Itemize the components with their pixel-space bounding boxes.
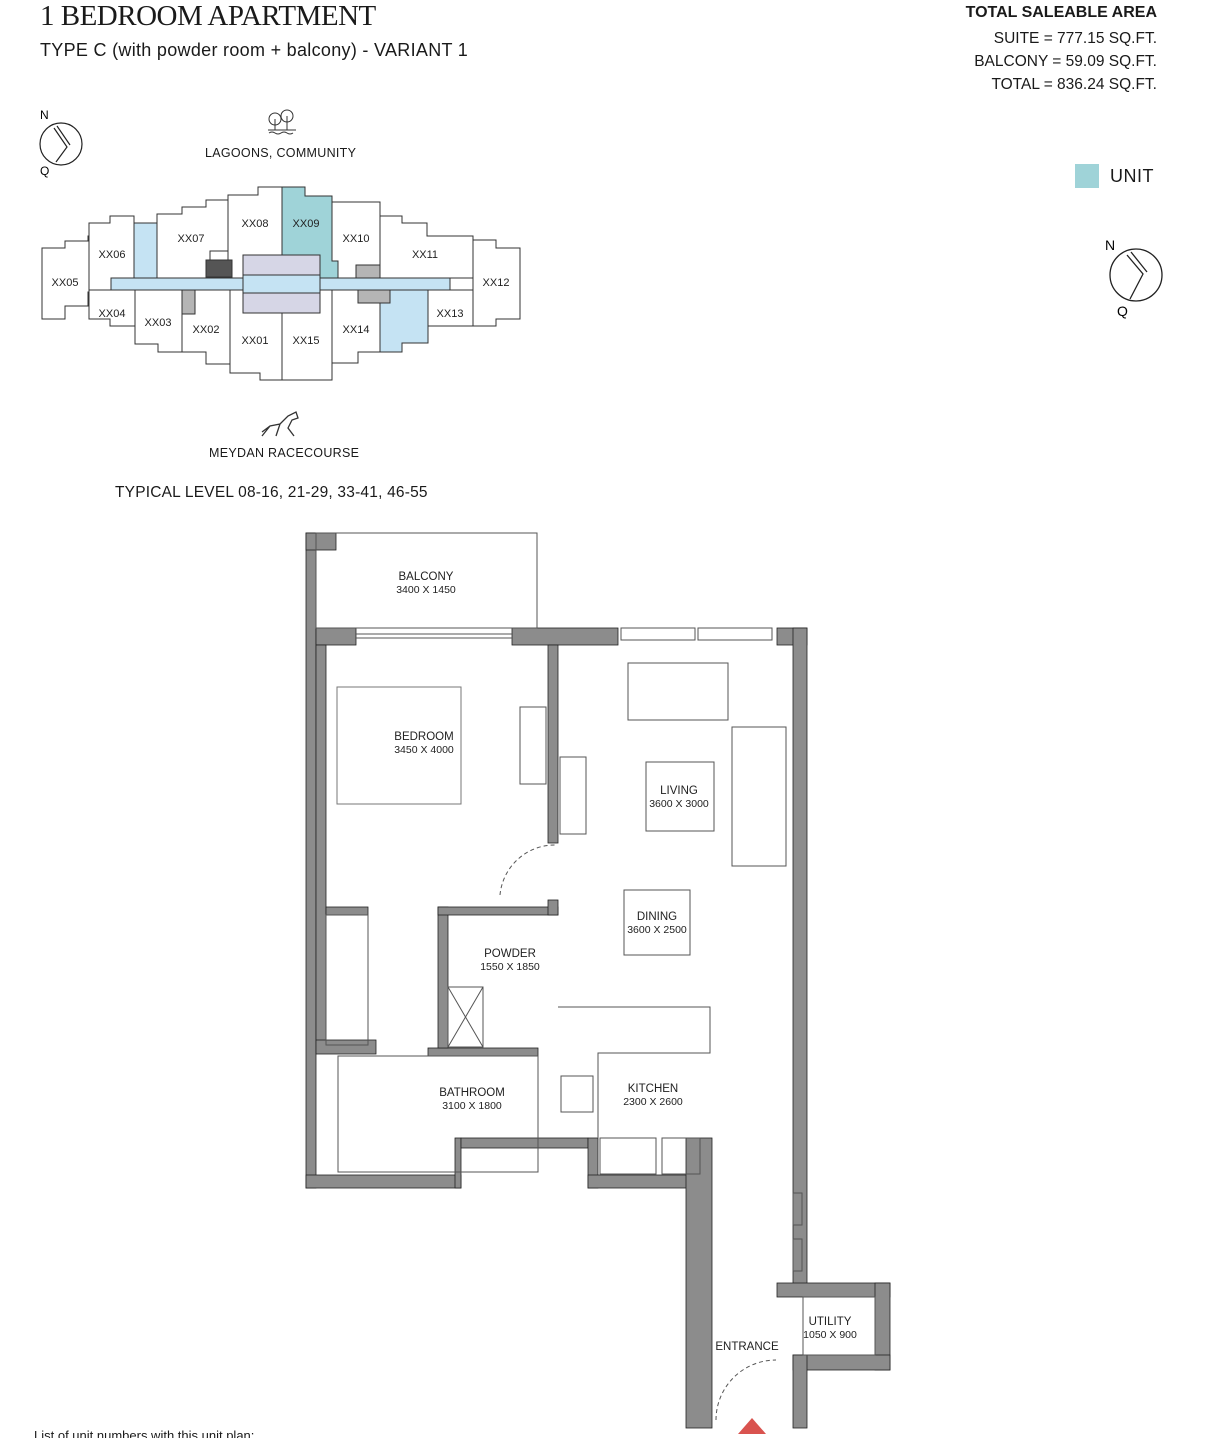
room-label-kitchen: KITCHEN xyxy=(628,1083,678,1095)
keyplan-bottom-label: MEYDAN RACECOURSE xyxy=(209,446,360,460)
room-size-bathroom: 3100 X 1800 xyxy=(442,1100,502,1112)
room-label-bedroom: BEDROOM xyxy=(394,731,453,743)
unit-list-caption: List of unit numbers with this unit plan… xyxy=(34,1428,255,1438)
compass-south-label: Q xyxy=(1117,303,1128,319)
keyplan-unit-label: XX07 xyxy=(178,233,205,245)
room-size-dining: 3600 X 2500 xyxy=(627,924,687,936)
keyplan-unit-label: XX02 xyxy=(193,324,220,336)
room-size-balcony: 3400 X 1450 xyxy=(396,584,456,596)
room-label-entrance: ENTRANCE xyxy=(715,1341,779,1353)
keyplan-unit-label: XX14 xyxy=(343,324,370,336)
legend-unit-label: UNIT xyxy=(1110,166,1154,186)
keyplan-unit-label: XX08 xyxy=(242,218,269,230)
keyplan-unit-label: XX15 xyxy=(293,335,320,347)
room-label-utility: UTILITY xyxy=(809,1316,852,1328)
area-total: TOTAL = 836.24 SQ.FT. xyxy=(991,76,1157,93)
trees-icon xyxy=(268,109,296,135)
room-size-utility: 1050 X 900 xyxy=(803,1329,857,1341)
room-label-powder: POWDER xyxy=(484,948,536,960)
room-size-powder: 1550 X 1850 xyxy=(480,961,540,973)
compass-south-label: Q xyxy=(40,164,49,178)
room-label-dining: DINING xyxy=(637,911,677,923)
compass-north-label: N xyxy=(1105,237,1115,253)
horse-icon xyxy=(261,411,299,437)
room-size-kitchen: 2300 X 2600 xyxy=(623,1096,683,1108)
compass-north-label: N xyxy=(40,108,49,122)
keyplan-unit-label: XX06 xyxy=(99,249,126,261)
keyplan-unit-label: XX10 xyxy=(343,233,370,245)
keyplan-unit-label: XX09 xyxy=(293,218,320,230)
keyplan-top-label: LAGOONS, COMMUNITY xyxy=(205,146,357,160)
keyplan-unit-label: XX01 xyxy=(242,335,269,347)
typical-levels: TYPICAL LEVEL 08-16, 21-29, 33-41, 46-55 xyxy=(115,484,428,501)
page-subtitle: TYPE C (with powder room + balcony) - VA… xyxy=(40,40,469,60)
legend-unit-swatch xyxy=(1075,164,1099,188)
entrance-marker-icon xyxy=(738,1418,766,1434)
keyplan-unit-label: XX03 xyxy=(145,317,172,329)
area-suite: SUITE = 777.15 SQ.FT. xyxy=(993,30,1157,47)
keyplan-unit-label: XX11 xyxy=(412,249,438,261)
room-size-bedroom: 3450 X 4000 xyxy=(394,744,454,756)
page-title: 1 BEDROOM APARTMENT xyxy=(40,0,376,32)
area-balcony: BALCONY = 59.09 SQ.FT. xyxy=(974,53,1157,70)
area-heading: TOTAL SALEABLE AREA xyxy=(965,4,1157,21)
keyplan-unit-label: XX12 xyxy=(483,277,510,289)
keyplan-unit-label: XX04 xyxy=(99,308,126,320)
compass-icon: N Q xyxy=(1105,237,1163,319)
keyplan-unit-label: XX05 xyxy=(52,277,79,289)
room-label-living: LIVING xyxy=(660,785,698,797)
key-plan: XX05 XX06 XX07 XX08 XX09 XX10 XX11 XX12 … xyxy=(41,186,521,381)
compass-icon: N Q xyxy=(39,108,83,178)
room-label-bathroom: BATHROOM xyxy=(439,1087,505,1099)
keyplan-unit-label: XX13 xyxy=(437,308,464,320)
room-size-living: 3600 X 3000 xyxy=(649,798,709,810)
room-label-balcony: BALCONY xyxy=(399,571,454,583)
